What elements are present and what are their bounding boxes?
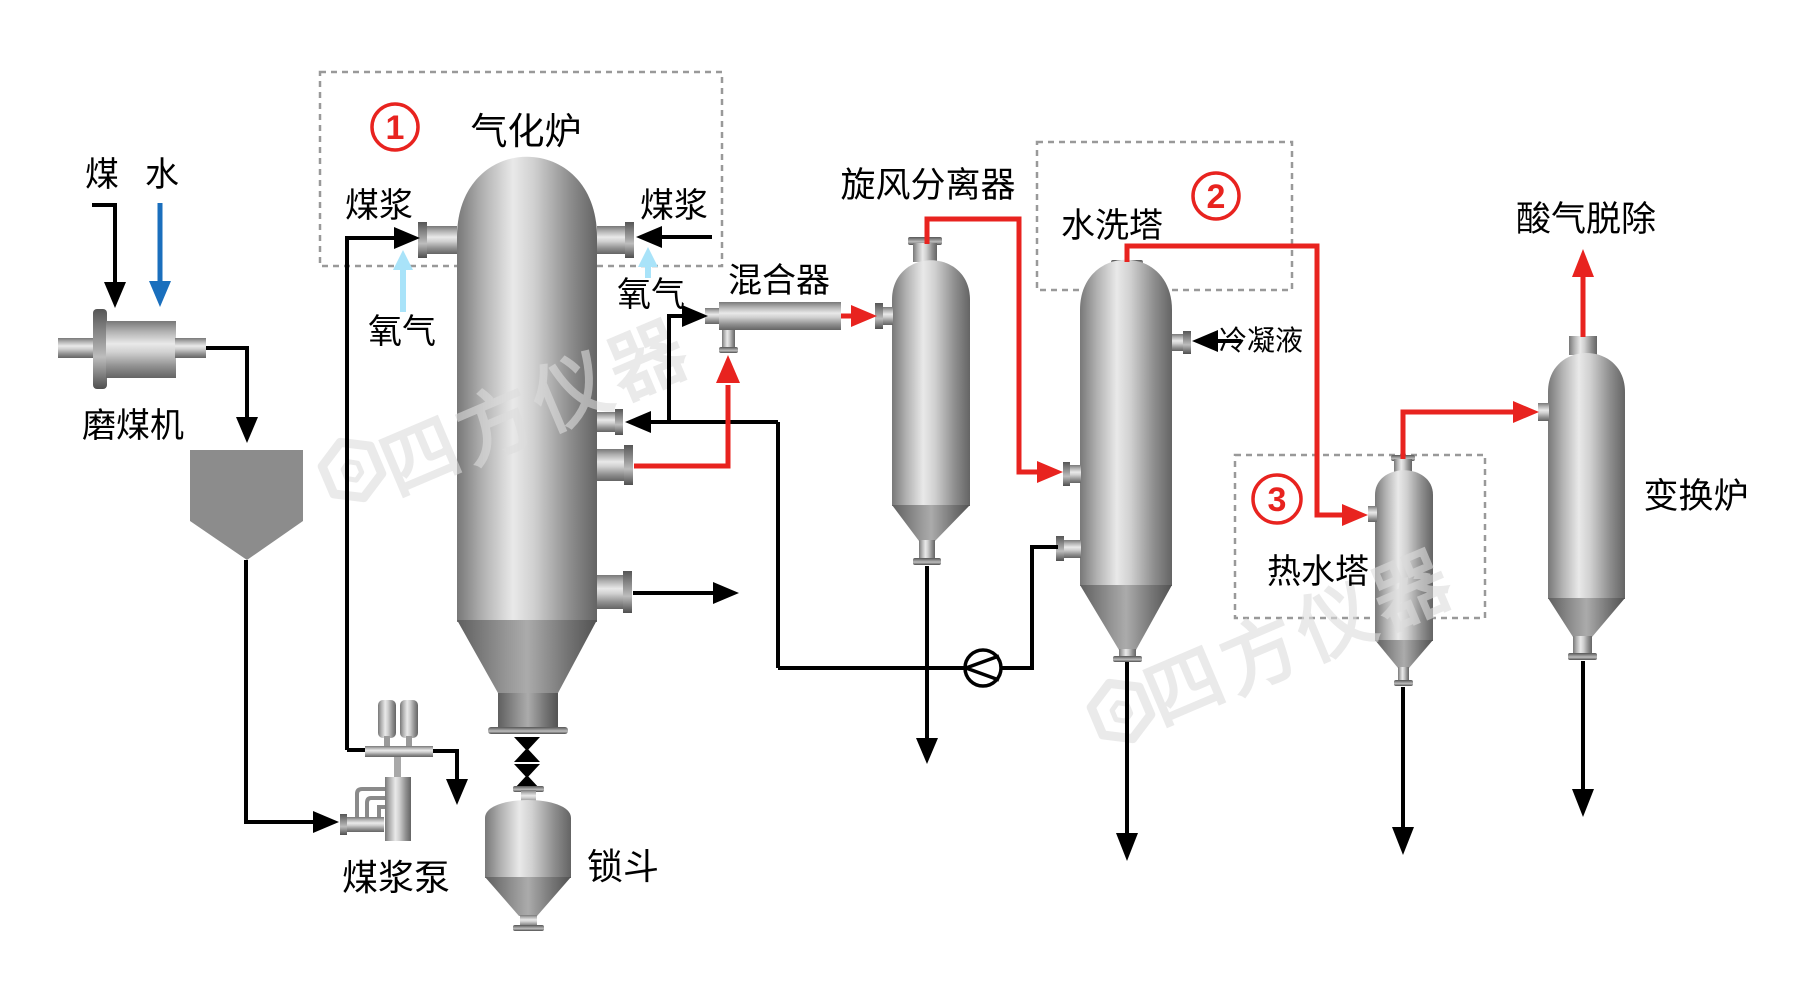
slurry-pump bbox=[340, 700, 433, 841]
slurry-pump-label: 煤浆泵 bbox=[342, 857, 450, 898]
coal-mill-vessel bbox=[58, 309, 206, 389]
step2-number: 2 bbox=[1207, 178, 1226, 216]
washtower-inlet-arrowhead bbox=[1037, 461, 1063, 483]
coal-mill-label: 磨煤机 bbox=[82, 407, 184, 445]
red-flow-lines bbox=[634, 216, 1586, 518]
step2-circle bbox=[1191, 171, 1241, 221]
step3-dashed-box bbox=[1233, 453, 1487, 620]
wash-tower-condensate-nozzle bbox=[1172, 334, 1184, 351]
pump-symbol bbox=[960, 648, 1003, 688]
hopper-outlet-line bbox=[244, 560, 315, 824]
wash-tower-label: 水洗塔 bbox=[1061, 207, 1163, 245]
step3-circle bbox=[1251, 473, 1303, 525]
cyclone-label: 旋风分离器 bbox=[840, 166, 1015, 205]
wash-tower-water-outlet-nozzle bbox=[1064, 540, 1081, 558]
converter-bottom-arrowhead bbox=[1572, 789, 1594, 817]
coal-slurry-right-label: 煤浆 bbox=[640, 187, 708, 225]
slurry-right-arrowhead bbox=[636, 226, 662, 248]
coal-arrowhead bbox=[104, 282, 126, 308]
cyclone-to-washtower-line bbox=[924, 216, 1039, 475]
blowdown-arrowhead bbox=[713, 582, 739, 604]
water-feed-arrow bbox=[149, 203, 171, 307]
gasifier-right-slurry-nozzle bbox=[597, 226, 627, 254]
lockhopper-valves bbox=[514, 737, 540, 789]
hot-water-tower-label: 热水塔 bbox=[1267, 553, 1369, 591]
cyclone-separator-vessel bbox=[875, 237, 970, 565]
shift-converter-inlet-nozzle bbox=[1538, 403, 1549, 421]
mill-out-arrowhead bbox=[236, 417, 258, 443]
black-flow-lines bbox=[92, 203, 1585, 835]
oxygen-left-label: 氧气 bbox=[368, 313, 436, 351]
mixer-inlet-arrowhead bbox=[716, 355, 740, 383]
oxygen-right-arrowhead bbox=[638, 247, 658, 267]
gasifier-left-slurry-nozzle bbox=[424, 226, 457, 254]
oxygen-left-arrowhead bbox=[393, 250, 413, 270]
gasifier-quench-nozzle bbox=[597, 412, 617, 432]
mixer-water-arrowhead bbox=[682, 305, 708, 327]
gasifier-blowdown-nozzle bbox=[597, 575, 625, 609]
converter-inlet-arrowhead bbox=[1513, 401, 1539, 423]
slurry-hopper bbox=[190, 450, 303, 560]
gasifier-to-mixer-line bbox=[634, 385, 731, 469]
coal-label: 煤 bbox=[85, 156, 119, 194]
hotwater-bottom-arrowhead bbox=[1392, 827, 1414, 855]
hopper-out-arrowhead bbox=[313, 811, 339, 833]
lock-hopper-label: 锁斗 bbox=[587, 846, 659, 887]
step3-number: 3 bbox=[1268, 481, 1287, 519]
hot-water-tower-inlet-nozzle bbox=[1368, 506, 1377, 522]
pump-branch-arrowhead bbox=[446, 779, 468, 805]
acid-gas-removal-label: 酸气脱除 bbox=[1516, 200, 1656, 239]
oxygen-arrows bbox=[393, 247, 658, 312]
lock-hopper-vessel bbox=[485, 786, 571, 931]
mill-outlet-line bbox=[206, 346, 249, 419]
wash-tower-vessel bbox=[1056, 259, 1191, 662]
mixer-label: 混合器 bbox=[728, 262, 830, 300]
washtower-bottom-arrowhead bbox=[1116, 833, 1138, 861]
shift-converter-label: 变换炉 bbox=[1643, 477, 1748, 516]
hotwater-inlet-arrowhead bbox=[1342, 504, 1368, 526]
diagram-labels: 煤 水 磨煤机 煤浆泵 锁斗 煤浆 煤浆 氧气 氧气 气化炉 混合器 旋风分离器… bbox=[82, 111, 1749, 898]
hotwater-to-converter-line bbox=[1400, 409, 1515, 459]
red-arrowheads bbox=[716, 249, 1594, 526]
water-label: 水 bbox=[145, 156, 179, 194]
cyclone-bottom-arrowhead bbox=[916, 738, 938, 764]
gasifier-label: 气化炉 bbox=[471, 111, 582, 152]
pump-branch-down-line bbox=[433, 749, 459, 781]
coal-slurry-left-label: 煤浆 bbox=[345, 187, 413, 225]
shift-converter-vessel bbox=[1538, 336, 1625, 660]
gasifier-vessel bbox=[418, 156, 634, 734]
quench-arrowhead bbox=[625, 411, 651, 433]
step1-circle bbox=[370, 102, 420, 152]
hot-water-tower-vessel bbox=[1368, 455, 1433, 686]
black-arrowheads bbox=[104, 226, 1594, 861]
step1-number: 1 bbox=[386, 109, 405, 147]
step-markers: 1 2 3 bbox=[370, 102, 1303, 525]
slurry-to-gasifier-left-line bbox=[345, 236, 396, 750]
condensate-label: 冷凝液 bbox=[1219, 325, 1303, 356]
condensate-arrowhead bbox=[1192, 330, 1218, 352]
oxygen-right-label: 氧气 bbox=[617, 276, 685, 314]
gasifier-syngas-nozzle bbox=[597, 449, 626, 481]
wash-tower-gas-inlet-nozzle bbox=[1069, 465, 1081, 483]
mixer-vessel bbox=[705, 302, 841, 353]
water-to-mixer-branch bbox=[667, 314, 684, 422]
acidgas-arrowhead bbox=[1572, 249, 1594, 277]
washtower-to-pump-line bbox=[1001, 545, 1058, 670]
slurry-left-arrowhead bbox=[394, 227, 420, 249]
coal-feed-line bbox=[92, 203, 117, 284]
washtower-to-hotwater-line bbox=[1124, 243, 1344, 518]
cyclone-inlet-arrowhead bbox=[851, 305, 877, 327]
